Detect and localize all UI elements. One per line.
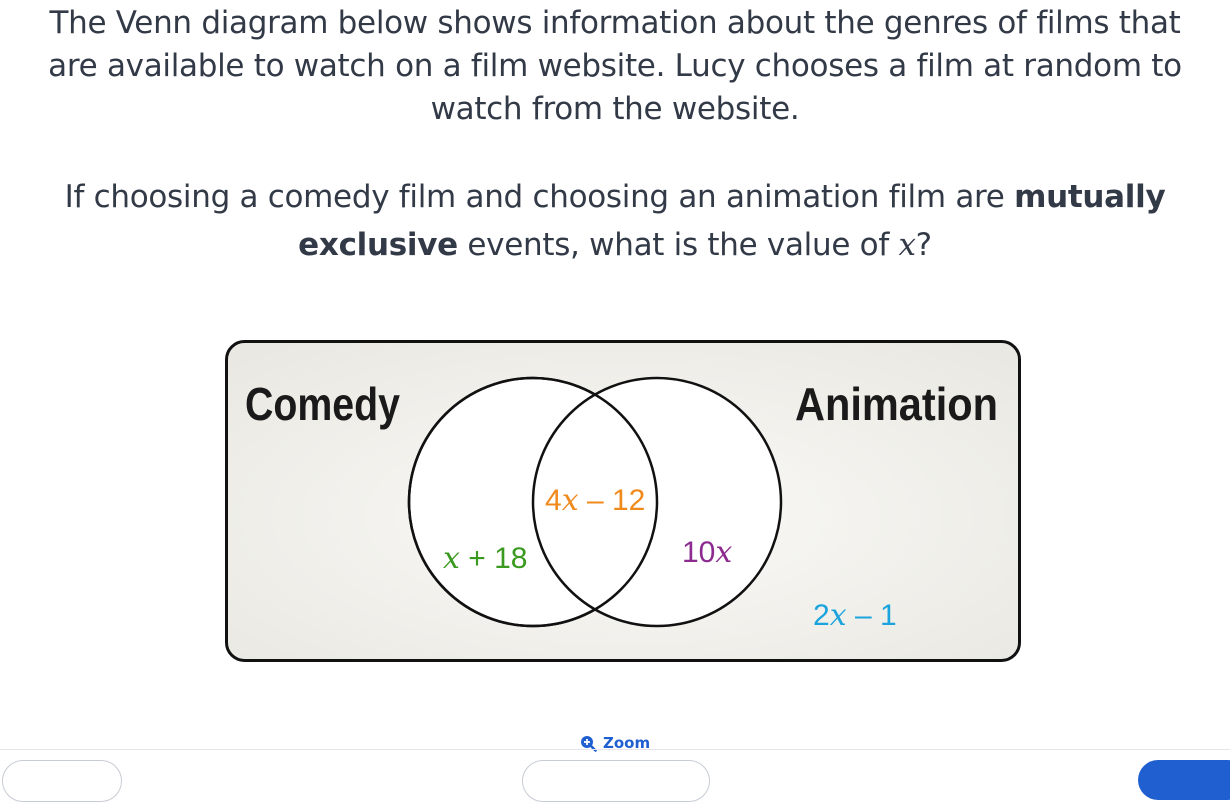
prompt-bold-term: mutually exclusive xyxy=(298,179,1166,263)
question-intro: The Venn diagram below shows information… xyxy=(48,5,1182,127)
animation-label: Animation xyxy=(795,378,998,430)
intersection-value: 4x – 12 xyxy=(545,483,645,518)
intersection-rest: – 12 xyxy=(579,484,646,517)
prompt-variable: x xyxy=(898,227,916,263)
neither-lead: 2 xyxy=(813,599,830,632)
footer-divider xyxy=(0,749,1230,750)
comedy-only-value: x + 18 xyxy=(443,541,527,576)
venn-svg: Comedy Animation 4x – 12 x + 18 10x 2x –… xyxy=(225,340,1021,662)
middle-action-button[interactable] xyxy=(522,760,710,802)
neither-x: x xyxy=(830,598,847,633)
animation-only-x: x xyxy=(715,535,732,570)
prompt-part-2: events, what is the value of xyxy=(457,227,899,263)
zoom-button[interactable]: Zoom xyxy=(580,732,650,754)
neither-rest: – 1 xyxy=(847,599,897,632)
prompt-part-1: If choosing a comedy film and choosing a… xyxy=(64,179,1015,215)
comedy-label: Comedy xyxy=(245,378,400,430)
intersection-lead: 4 xyxy=(545,484,562,517)
comedy-only-rest: + 18 xyxy=(460,542,528,575)
comedy-only-x: x xyxy=(443,541,460,576)
question-prompt: If choosing a comedy film and choosing a… xyxy=(30,173,1200,269)
comedy-circle-outline xyxy=(407,376,659,628)
intersection-x: x xyxy=(562,483,579,518)
zoom-label: Zoom xyxy=(603,734,651,752)
neither-value: 2x – 1 xyxy=(813,598,897,633)
animation-only-value: 10x xyxy=(682,535,732,570)
previous-button[interactable] xyxy=(2,760,122,802)
next-button[interactable] xyxy=(1138,760,1230,800)
prompt-end: ? xyxy=(915,227,932,263)
animation-only-lead: 10 xyxy=(682,536,715,569)
venn-diagram: Comedy Animation 4x – 12 x + 18 10x 2x –… xyxy=(225,340,1021,662)
